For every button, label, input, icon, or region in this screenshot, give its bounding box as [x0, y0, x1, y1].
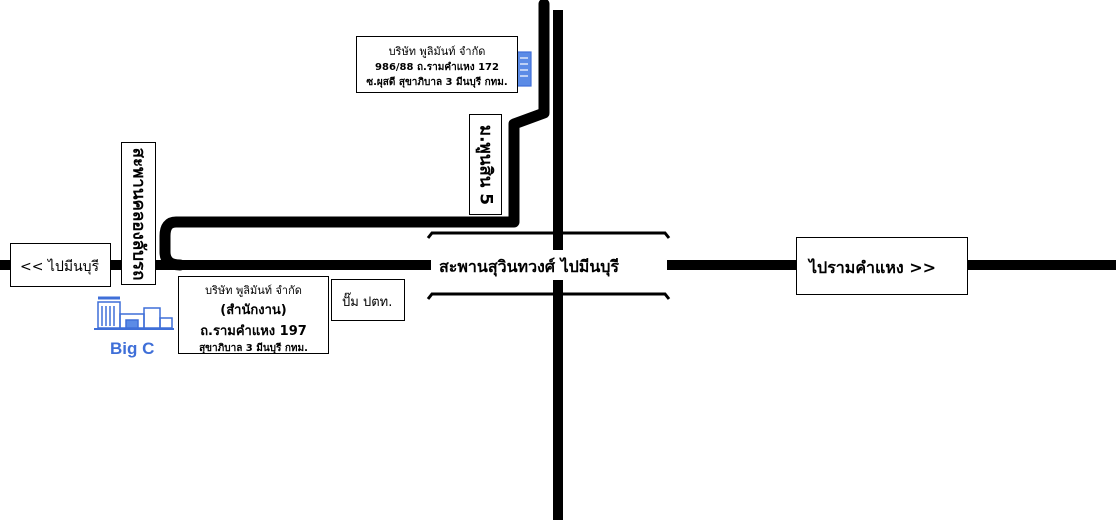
bridge-suwin-box: สะพานสุวินทวงศ์ ไปมีนบุรี	[431, 250, 667, 280]
bridge-suwin-label: สะพานสุวินทวงศ์ ไปมีนบุรี	[439, 257, 620, 276]
direction-ramkhamhaeng-box: ไปรามคำแหง >>	[796, 237, 968, 295]
direction-minburi-label: << ไปมีนบุรี	[20, 259, 100, 275]
company-office-box: บริษัท พูลิมันท์ จำกัด (สำนักงาน) ถ.รามค…	[178, 276, 329, 354]
direction-ramkhamhaeng-label: ไปรามคำแหง >>	[809, 258, 937, 277]
company-branch-box: บริษัท พูลิมันท์ จำกัด 986/88 ถ.รามคำแหง…	[356, 36, 518, 93]
branch-address-1: 986/88 ถ.รามคำแหง 172	[375, 62, 499, 73]
office-address-1: ถ.รามคำแหง 197	[200, 324, 307, 339]
gas-station-label: ปั๊ม ปตท.	[342, 295, 393, 310]
bridge-klong-label: สะพานคลองลับรถ	[128, 147, 148, 280]
village-label: ม.พูนสิน 5	[475, 124, 495, 205]
village-box: ม.พูนสิน 5	[469, 114, 502, 215]
branch-building-icon	[516, 51, 532, 87]
office-subtitle: (สำนักงาน)	[220, 303, 287, 318]
gas-station-box: ปั๊ม ปตท.	[331, 279, 405, 321]
bridge-rail-bottom	[426, 292, 671, 300]
office-company-name: บริษัท พูลิมันท์ จำกัด	[205, 284, 302, 297]
direction-minburi-box: << ไปมีนบุรี	[10, 243, 111, 287]
big-c-label: Big C	[110, 339, 155, 358]
office-address-2: สุขาภิบาล 3 มีนบุรี กทม.	[199, 343, 308, 354]
bridge-klong-box: สะพานคลองลับรถ	[121, 142, 156, 285]
soi-route	[159, 0, 550, 271]
branch-address-2: ซ.ผุสดี สุขาภิบาล 3 มีนบุรี กทม.	[366, 77, 508, 88]
building-icon	[94, 296, 174, 330]
bridge-rail-top	[426, 231, 671, 239]
branch-company-name: บริษัท พูลิมันท์ จำกัด	[388, 45, 486, 58]
